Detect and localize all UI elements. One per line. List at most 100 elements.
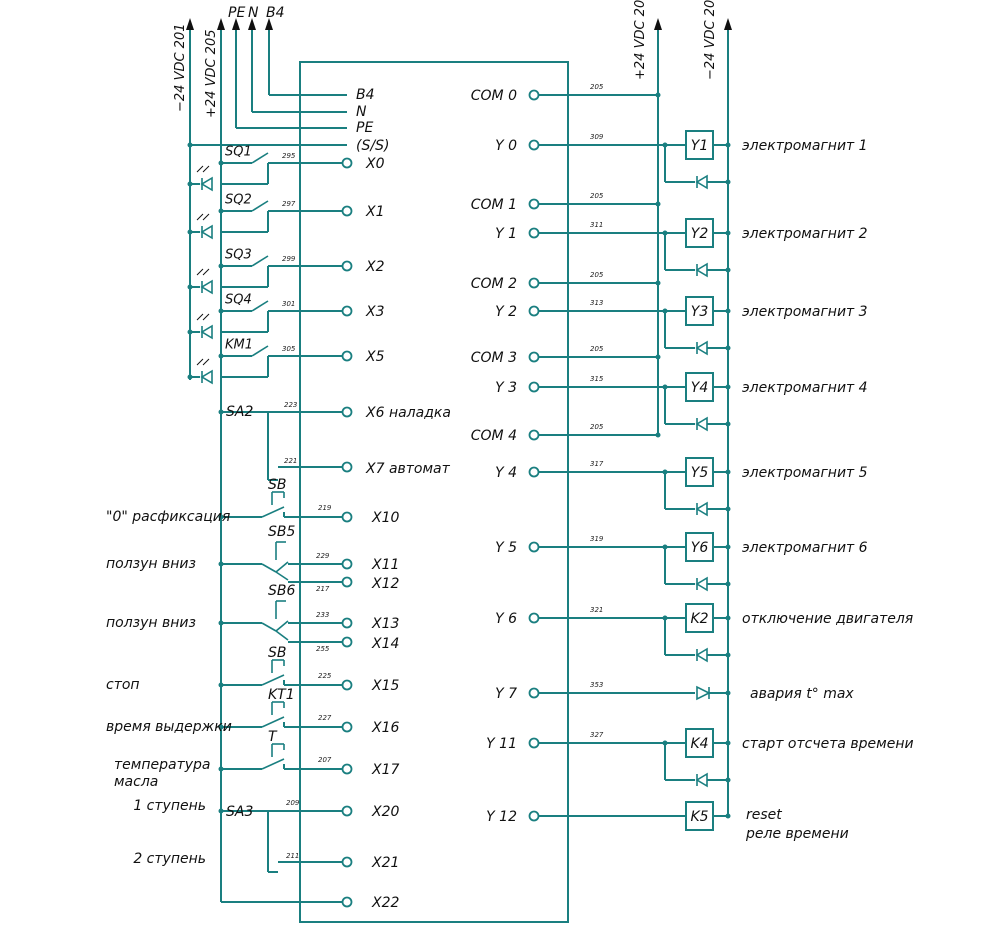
button-ref: SB xyxy=(268,645,287,661)
diode-icon xyxy=(695,576,708,592)
input-terminal-x13 xyxy=(341,617,353,629)
wire-number: 317 xyxy=(590,460,604,468)
sensor-ref: SQ1 xyxy=(225,145,252,160)
wire-number: 211 xyxy=(286,852,299,860)
wire-number: 315 xyxy=(590,375,604,383)
led-diode-icon xyxy=(200,279,213,295)
output-description: отключение двигателя xyxy=(742,611,913,627)
rail-label-left-minus: −24 VDC 201 xyxy=(173,24,188,113)
wire-number: 225 xyxy=(318,672,332,680)
input-terminal-x5 xyxy=(341,350,353,362)
wire-number: 209 xyxy=(286,799,300,807)
wire-number: 321 xyxy=(590,606,603,614)
coil-label: Y3 xyxy=(691,304,708,320)
output-terminal-4 xyxy=(528,466,540,478)
input-label: X6 наладка xyxy=(365,405,451,421)
output-label: Y 6 xyxy=(495,611,517,627)
button-ref: SB xyxy=(268,477,287,493)
button-caption: температура xyxy=(114,757,210,773)
feed-label-pe: PE xyxy=(228,5,245,21)
output-description: электромагнит 2 xyxy=(742,226,868,242)
coil-label: Y6 xyxy=(691,540,709,556)
common-label: COM 3 xyxy=(471,350,517,366)
input-label-pe: PE xyxy=(356,120,373,136)
input-terminal-x12 xyxy=(341,576,353,588)
wire-number: 207 xyxy=(318,756,332,764)
wire-number: 299 xyxy=(282,255,296,263)
wire-number: 255 xyxy=(316,645,330,653)
input-terminal-x3 xyxy=(341,305,353,317)
common-terminal-2 xyxy=(528,277,540,289)
common-label: COM 1 xyxy=(471,197,517,213)
plc-module xyxy=(299,61,569,923)
wire-number: 217 xyxy=(316,585,330,593)
common-label: COM 4 xyxy=(471,428,517,444)
common-terminal-0 xyxy=(528,89,540,101)
output-description: реле времени xyxy=(745,826,849,842)
output-label: Y 4 xyxy=(495,465,517,481)
input-terminal-x7 xyxy=(341,461,353,473)
led-diode-icon xyxy=(200,369,213,385)
coil-label: Y4 xyxy=(691,380,708,396)
coil-y1 xyxy=(685,130,714,160)
led-diode-icon xyxy=(200,324,213,340)
input-terminal-x14 xyxy=(341,636,353,648)
wire-number: 353 xyxy=(590,681,603,689)
input-terminal-x2 xyxy=(341,260,353,272)
sensor-ref: SQ4 xyxy=(225,293,252,308)
diode-icon xyxy=(695,174,708,190)
output-terminal-3 xyxy=(528,381,540,393)
common-label: COM 0 xyxy=(471,88,517,104)
wire-number: 223 xyxy=(284,401,297,409)
output-terminal-8 xyxy=(528,737,540,749)
input-terminal-x20 xyxy=(341,805,353,817)
output-description: reset xyxy=(746,807,782,823)
selector-caption: 2 ступень xyxy=(133,851,206,867)
coil-label: Y1 xyxy=(691,138,708,154)
output-terminal-1 xyxy=(528,227,540,239)
output-label: Y 1 xyxy=(495,226,517,242)
input-terminal-x15 xyxy=(341,679,353,691)
common-terminal-1 xyxy=(528,198,540,210)
coil-y2 xyxy=(685,218,714,248)
top-feeds: PE N B4 B4 N PE (S/S) xyxy=(187,5,389,154)
wire-number: 227 xyxy=(318,714,332,722)
input-label-n: N xyxy=(356,104,367,120)
coil-label: K2 xyxy=(690,611,708,627)
wire-number: 327 xyxy=(590,731,604,739)
coil-label: K4 xyxy=(690,736,708,752)
wire-number: 301 xyxy=(282,300,295,308)
rail-label-left-plus: +24 VDC 205 xyxy=(204,30,219,119)
button-ref: KT1 xyxy=(268,687,295,703)
input-terminal-x10 xyxy=(341,511,353,523)
diode-icon xyxy=(695,647,708,663)
wire-number: 219 xyxy=(318,504,332,512)
diode-icon xyxy=(695,262,708,278)
output-description: электромагнит 4 xyxy=(742,380,868,396)
output-label: Y 3 xyxy=(495,380,517,396)
wire-number: 311 xyxy=(590,221,603,229)
output-terminal-5 xyxy=(528,541,540,553)
coil-label: Y5 xyxy=(691,465,709,481)
output-terminal-0 xyxy=(528,139,540,151)
input-label: X7 автомат xyxy=(365,461,451,477)
led-diode-icon xyxy=(200,176,213,192)
wire-number: 205 xyxy=(590,271,604,279)
input-terminal-x6 xyxy=(341,406,353,418)
coil-y3 xyxy=(685,296,714,326)
output-terminal-6 xyxy=(528,612,540,624)
button-caption: масла xyxy=(114,774,158,790)
coil-y6 xyxy=(685,532,714,562)
wire-number: 319 xyxy=(590,535,604,543)
